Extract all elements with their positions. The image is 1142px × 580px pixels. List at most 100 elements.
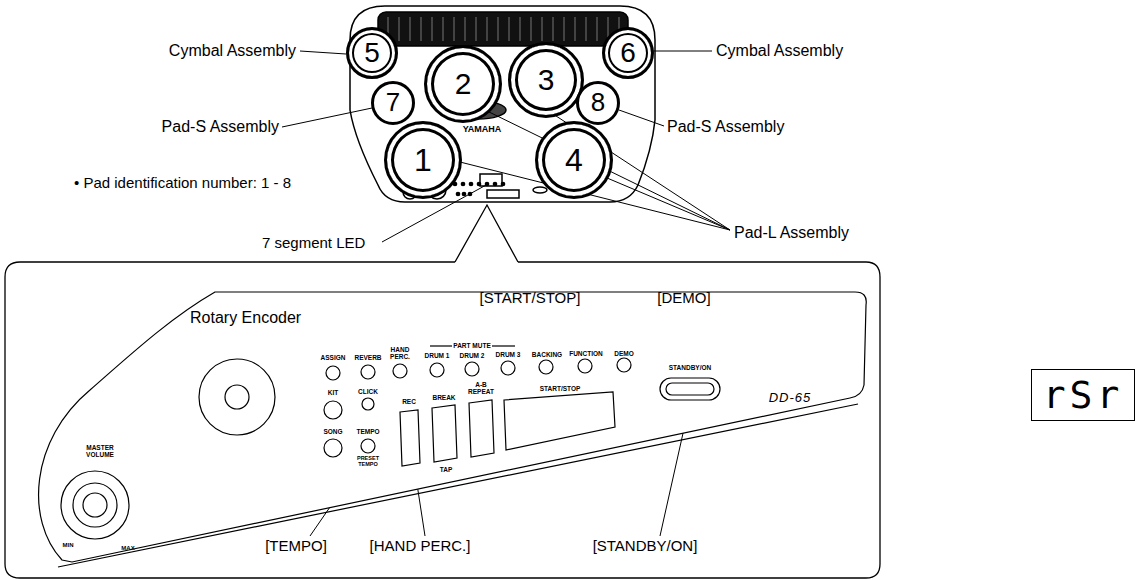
panel-label: DRUM 3 xyxy=(496,352,521,359)
grille-slots xyxy=(464,17,466,41)
small-buttons xyxy=(477,182,480,185)
part-label: [TEMPO] xyxy=(265,538,327,554)
seven-segment-display: rSr xyxy=(1031,369,1135,421)
panel-label: REVERB xyxy=(354,355,381,362)
part-label: [STANDBY/ON] xyxy=(593,538,698,554)
small-button-row xyxy=(487,190,519,198)
panel-label: STANDBY/ON xyxy=(669,365,712,372)
part-label: Pad-S Assembly xyxy=(667,119,784,136)
grille-slots xyxy=(552,17,554,41)
panel-buttons xyxy=(393,364,407,378)
leader-line xyxy=(653,51,712,52)
panel-buttons xyxy=(617,358,631,372)
panel-label: DRUM 1 xyxy=(425,353,450,360)
grille-slots xyxy=(453,17,455,41)
leader-line xyxy=(600,175,730,230)
panel-label: MAX xyxy=(121,545,134,551)
speaker-grille xyxy=(378,12,628,46)
panel-buttons xyxy=(326,366,340,380)
master-volume-knob xyxy=(83,493,107,517)
panel-buttons xyxy=(324,401,342,419)
panel-buttons xyxy=(361,439,375,453)
pad-number: 1 xyxy=(414,142,432,179)
panel-label: BACKING xyxy=(532,352,562,359)
pad-number: 4 xyxy=(565,142,583,179)
grille-slots xyxy=(431,17,433,41)
pad-number: 3 xyxy=(538,63,555,97)
grille-slots xyxy=(442,17,444,41)
panel-buttons xyxy=(578,359,592,373)
part-label: [HAND PERC.] xyxy=(370,538,471,554)
panel-buttons xyxy=(361,365,375,379)
small-buttons xyxy=(462,192,465,195)
panel-label: HAND PERC. xyxy=(388,347,412,361)
pad-number: 5 xyxy=(364,37,380,69)
grille-slots xyxy=(388,17,619,41)
panel-edge xyxy=(58,404,858,567)
start-stop-button xyxy=(504,392,615,450)
pad-number: 7 xyxy=(386,87,400,118)
grille-slots xyxy=(409,17,411,41)
part-mute-bar xyxy=(430,345,452,346)
drum-pad: 6 xyxy=(602,27,654,79)
drum-pad: 1 xyxy=(384,121,462,199)
drum-pad: 4 xyxy=(535,121,613,199)
master-volume-knob xyxy=(73,483,117,527)
part-label: [DEMO] xyxy=(657,290,710,306)
grille-slots xyxy=(541,17,543,41)
part-label: Rotary Encoder xyxy=(190,310,301,327)
zoom-callout xyxy=(5,205,880,578)
pad-number: 8 xyxy=(591,87,605,118)
panel-label: SONG xyxy=(323,429,342,436)
part-label: YAMAHA xyxy=(463,125,502,134)
panel-buttons xyxy=(539,360,553,374)
grille-slots xyxy=(508,17,510,41)
panel-buttons xyxy=(362,398,374,410)
small-buttons xyxy=(456,192,459,195)
part-label: Pad-L Assembly xyxy=(734,225,849,242)
panel-label: TAP xyxy=(440,467,453,474)
standby-button xyxy=(660,378,720,400)
drum-pad: 8 xyxy=(576,81,620,125)
part-label: Pad-S Assembly xyxy=(162,119,279,136)
zoom-frame xyxy=(5,262,880,578)
panel-label: DEMO xyxy=(614,351,634,358)
panel-label: KIT xyxy=(328,390,338,397)
panel-label: ASSIGN xyxy=(321,355,346,362)
panel-buttons xyxy=(324,358,631,457)
part-label: Cymbal Assembly xyxy=(716,43,843,60)
leader-line xyxy=(300,51,346,54)
pad-number: 6 xyxy=(620,37,636,69)
panel-label: TEMPO xyxy=(356,429,379,436)
grille-slots xyxy=(420,17,422,41)
panel-label: DRUM 2 xyxy=(460,353,485,360)
panel-label: PART MUTE xyxy=(453,343,490,350)
panel-label: FUNCTION xyxy=(569,351,603,358)
grille-slots xyxy=(563,17,565,41)
grille-slots xyxy=(596,17,598,41)
leader-line xyxy=(282,108,372,127)
led-window xyxy=(480,174,502,186)
panel-label: BREAK xyxy=(432,395,455,402)
grille-slots xyxy=(486,17,488,41)
part-label: 7 segment LED xyxy=(262,235,365,251)
panel-buttons xyxy=(501,361,515,375)
rec-button xyxy=(400,410,420,466)
panel-label: REC xyxy=(402,399,416,406)
drum-pad: 3 xyxy=(508,42,584,118)
drum-pad: 2 xyxy=(424,45,502,123)
grille-slots xyxy=(585,17,587,41)
drum-pad: 5 xyxy=(346,27,398,79)
grille-slots xyxy=(574,17,576,41)
panel-label: START/STOP xyxy=(540,386,581,393)
panel-buttons xyxy=(324,439,342,457)
grille-slots xyxy=(519,17,521,41)
control-panel xyxy=(39,292,867,567)
small-buttons xyxy=(461,182,464,185)
small-buttons xyxy=(469,182,472,185)
leader-line xyxy=(619,110,664,126)
small-buttons xyxy=(501,182,504,185)
panel-label: CLICK xyxy=(358,389,378,396)
panel-label: PRESET TEMPO xyxy=(354,456,382,468)
